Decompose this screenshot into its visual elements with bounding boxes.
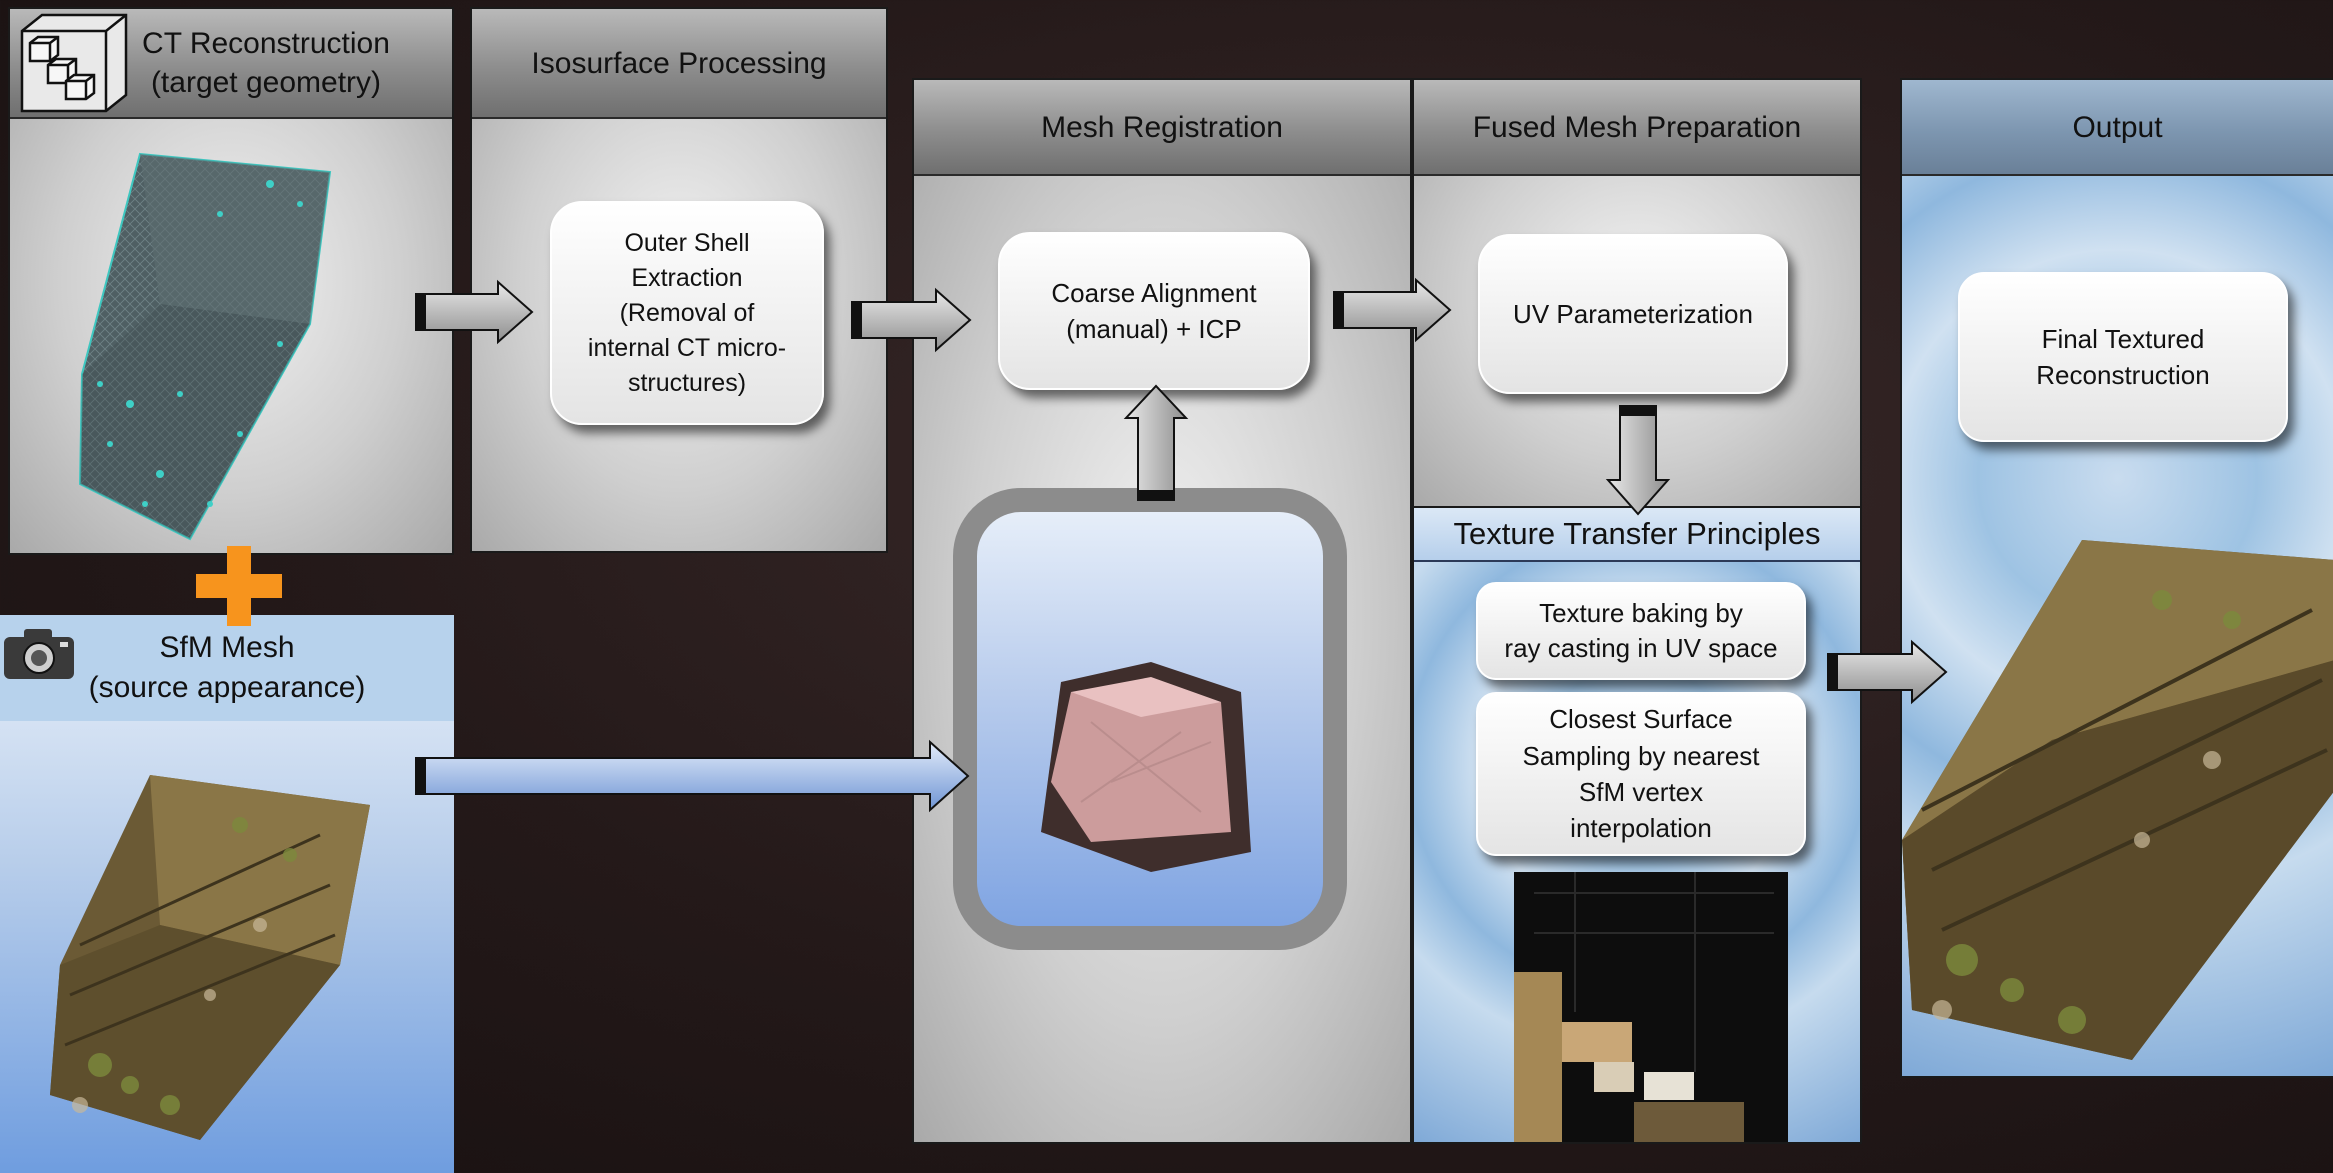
arrow-texture-to-output [1827,639,1948,705]
arrow-isosurface-to-registration [851,287,972,353]
sfm-panel-header: SfM Mesh (source appearance) [0,615,454,721]
final-textured-mesh-image [1902,540,2333,1060]
closest-surface-box: Closest Surface Sampling by nearest SfM … [1476,692,1806,856]
coarse-box-line2: (manual) + ICP [1066,314,1242,344]
isosurface-title: Isosurface Processing [531,46,827,80]
coarse-alignment-box: Coarse Alignment (manual) + ICP [998,232,1310,390]
output-box-line2: Reconstruction [2036,360,2210,390]
final-textured-reconstruction-box: Final Textured Reconstruction [1958,272,2288,442]
plus-icon [196,546,282,626]
iso-box-line5: structures) [627,368,747,397]
baking-box-line2: ray casting in UV space [1504,633,1778,663]
stacked-cubes-icon [20,13,128,113]
registration-viewport-screen [977,512,1323,926]
mesh-registration-header: Mesh Registration [914,80,1410,176]
closest-box-line1: Closest Surface [1549,704,1733,735]
iso-box-line4: internal CT micro- [587,333,787,362]
baking-box-line1: Texture baking by [1539,597,1743,628]
closest-box-line2: Sampling by nearest [1522,740,1760,771]
mesh-registration-title: Mesh Registration [1041,110,1283,144]
arrow-uv-to-texture-transfer [1605,405,1671,516]
sfm-title-line1: SfM Mesh [159,630,295,664]
texture-transfer-title: Texture Transfer Principles [1453,516,1821,551]
mesh-registration-panel: Mesh Registration Coarse Alignment (manu… [912,78,1412,1144]
ct-mesh-image [78,152,332,541]
texture-baking-box: Texture baking by ray casting in UV spac… [1476,582,1806,680]
arrow-viewport-to-alignment [1123,384,1189,501]
ct-title-line1: CT Reconstruction [142,27,390,60]
ct-title-line2: (target geometry) [150,66,382,99]
texture-transfer-panel: Texture Transfer Principles Texture baki… [1412,506,1862,1144]
overlapping-meshes-image [1041,662,1251,872]
texture-transfer-header: Texture Transfer Principles [1414,508,1860,562]
arrow-registration-to-fused [1333,277,1452,343]
output-box-line1: Final Textured [2041,323,2205,354]
closest-box-line3: SfM vertex [1578,777,1704,807]
output-title: Output [2072,110,2163,144]
arrow-ct-to-isosurface [415,279,534,345]
closest-box-line4: interpolation [1570,813,1712,844]
iso-box-line1: Outer Shell [624,228,750,257]
uv-parameterization-label: UV Parameterization [1513,298,1753,329]
registration-viewport [953,488,1347,950]
sfm-title-line2: (source appearance) [88,671,366,704]
arrow-sfm-to-registration [415,739,970,813]
uv-parameterization-box: UV Parameterization [1478,234,1788,394]
camera-icon [4,629,74,679]
ct-panel-title: CT Reconstruction (target geometry) [72,24,390,102]
iso-box-line3: (Removal of [619,298,755,327]
sfm-mesh-panel: SfM Mesh (source appearance) [0,615,454,1173]
texture-atlas-image [1514,872,1788,1142]
outer-shell-extraction-box: Outer Shell Extraction (Removal of inter… [550,201,824,425]
fused-mesh-title: Fused Mesh Preparation [1472,110,1802,144]
isosurface-panel: Isosurface Processing Outer Shell Extrac… [470,7,888,553]
output-header: Output [1902,80,2333,176]
isosurface-panel-header: Isosurface Processing [472,9,886,119]
coarse-box-line1: Coarse Alignment [1051,277,1257,308]
iso-box-line2: Extraction [631,263,743,292]
sfm-mesh-image [50,775,370,1140]
ct-reconstruction-panel: CT Reconstruction (target geometry) [8,7,454,555]
fused-mesh-header: Fused Mesh Preparation [1414,80,1860,176]
output-panel: Output Final Textured Reconstruction [1900,78,2333,1078]
